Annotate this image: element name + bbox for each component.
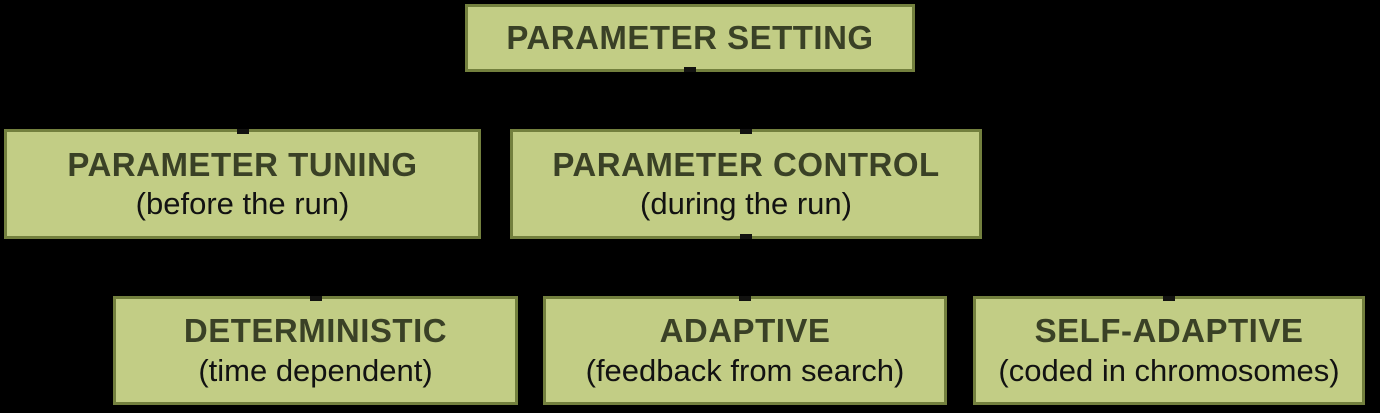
node-subtitle: (time dependent) — [198, 352, 433, 388]
node-title: PARAMETER SETTING — [506, 18, 874, 56]
connector-stub — [236, 129, 249, 134]
node-parameter-tuning: PARAMETER TUNING (before the run) — [4, 129, 481, 239]
node-title: PARAMETER TUNING — [67, 145, 418, 183]
node-subtitle: (coded in chromosomes) — [998, 352, 1340, 388]
node-title: PARAMETER CONTROL — [552, 145, 940, 183]
node-subtitle: (feedback from search) — [585, 352, 905, 388]
node-title: DETERMINISTIC — [183, 312, 448, 350]
connector-stub — [740, 129, 752, 134]
node-title: ADAPTIVE — [659, 312, 831, 350]
node-deterministic: DETERMINISTIC (time dependent) — [113, 296, 518, 405]
connector-stub — [740, 234, 752, 239]
node-subtitle: (during the run) — [640, 186, 852, 222]
connector-stub — [309, 296, 322, 301]
node-parameter-setting: PARAMETER SETTING — [465, 4, 915, 72]
node-title: SELF-ADAPTIVE — [1034, 312, 1304, 350]
connector-stub — [739, 296, 751, 301]
connector-stub — [684, 67, 696, 72]
connector-stub — [1163, 296, 1175, 301]
node-subtitle: (before the run) — [135, 186, 350, 222]
node-parameter-control: PARAMETER CONTROL (during the run) — [510, 129, 982, 239]
node-self-adaptive: SELF-ADAPTIVE (coded in chromosomes) — [973, 296, 1365, 405]
node-adaptive: ADAPTIVE (feedback from search) — [543, 296, 947, 405]
